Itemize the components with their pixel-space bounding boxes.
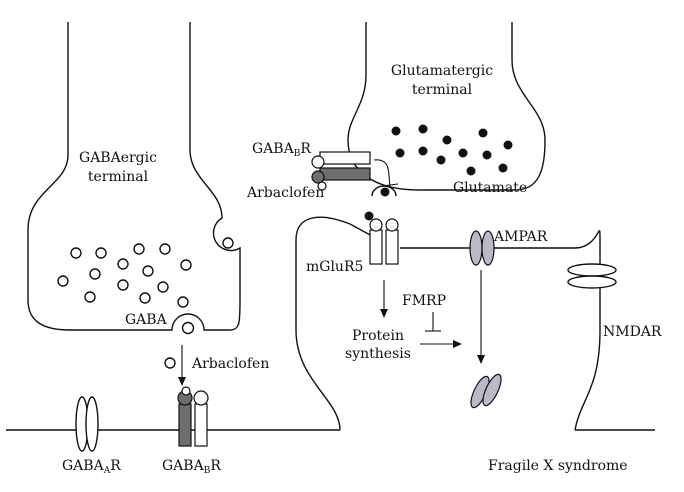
arbaclofen-bottom-label: Arbaclofen [191, 356, 269, 372]
gaba-vesicle-released [181, 321, 195, 335]
gaba-vesicle [84, 291, 96, 303]
gaba-vesicle [133, 243, 145, 255]
glutamate-vesicle [478, 128, 488, 138]
gaba-terminal-label-line1: GABAergic [79, 150, 157, 166]
arbaclofen-bound-top [317, 181, 327, 191]
glutamate-vesicle [458, 148, 468, 158]
glutamate-vesicle [442, 135, 452, 145]
gaba-vesicles [57, 237, 234, 335]
fragile-x-label: Fragile X syndrome [488, 458, 628, 474]
glutamate-vesicle [418, 146, 428, 156]
gaba-vesicle [89, 268, 101, 280]
gabab-receptor-top [311, 151, 371, 191]
glutamate-vesicle [466, 166, 476, 176]
protein-label-line1: Protein [352, 328, 404, 344]
gaba-label: GABA [125, 312, 168, 328]
gabaa-label: GABAAR [62, 458, 121, 476]
gaba-vesicle [142, 265, 154, 277]
arbaclofen-molecule [164, 357, 176, 369]
gaba-vesicle [177, 296, 189, 308]
gaba-vesicle [95, 247, 107, 259]
ampar-internalized [470, 373, 502, 409]
gaba-vesicle [159, 243, 171, 255]
gaba-vesicle [117, 258, 129, 270]
gabab-top-label: GABABR [252, 141, 311, 159]
arbaclofen-bound [181, 386, 191, 396]
ampar-internalization-arrow [477, 270, 485, 364]
glutamate-vesicle [418, 124, 428, 134]
nmdar-receptor [567, 263, 617, 289]
gaba-vesicle [70, 247, 82, 259]
gaba-vesicle [117, 279, 129, 291]
glutamate-vesicle [436, 155, 446, 165]
mglur5-receptor [364, 211, 399, 265]
glu-terminal-label-line2: terminal [412, 82, 473, 98]
gaba-vesicle [180, 259, 192, 271]
glu-terminal-label-line1: Glutamatergic [391, 63, 493, 79]
fmrp-label: FMRP [402, 293, 446, 309]
arbaclofen-top-label: Arbaclofen [246, 185, 324, 201]
glutamate-vesicles [391, 124, 513, 176]
nmdar-label: NMDAR [603, 324, 662, 340]
ampar-membrane [469, 230, 495, 266]
fmrp-inhibition [425, 312, 441, 332]
mglur5-label: mGluR5 [306, 259, 363, 275]
protein-label-line2: synthesis [345, 346, 411, 362]
gabaa-receptor [75, 396, 99, 452]
glutamate-bound [364, 211, 374, 221]
ampar-label: AMPAR [493, 229, 548, 245]
gabab-inhibition [373, 159, 399, 187]
gaba-vesicle-fusing [222, 237, 234, 249]
glutamate-vesicle [482, 150, 492, 160]
arbaclofen-arrow [178, 345, 186, 386]
glutamate-vesicle [395, 148, 405, 158]
glutamatergic-terminal: Glutamatergic terminal [347, 22, 546, 191]
gabab-receptor-bottom [177, 386, 209, 447]
glutamate-vesicle [503, 140, 513, 150]
glutamate-vesicle [391, 126, 401, 136]
gabab-bottom-label: GABABR [162, 458, 221, 476]
gaba-vesicle [57, 275, 69, 287]
mglur5-to-protein-arrow [380, 280, 388, 318]
gabaergic-terminal: GABAergic terminal [27, 22, 241, 331]
gaba-vesicle [139, 292, 151, 304]
gaba-terminal-label-line2: terminal [88, 169, 149, 185]
protein-synthesis-arrow [420, 340, 462, 348]
glutamate-label: Glutamate [453, 180, 527, 196]
gaba-vesicle [157, 281, 169, 293]
glutamate-vesicle [498, 163, 508, 173]
